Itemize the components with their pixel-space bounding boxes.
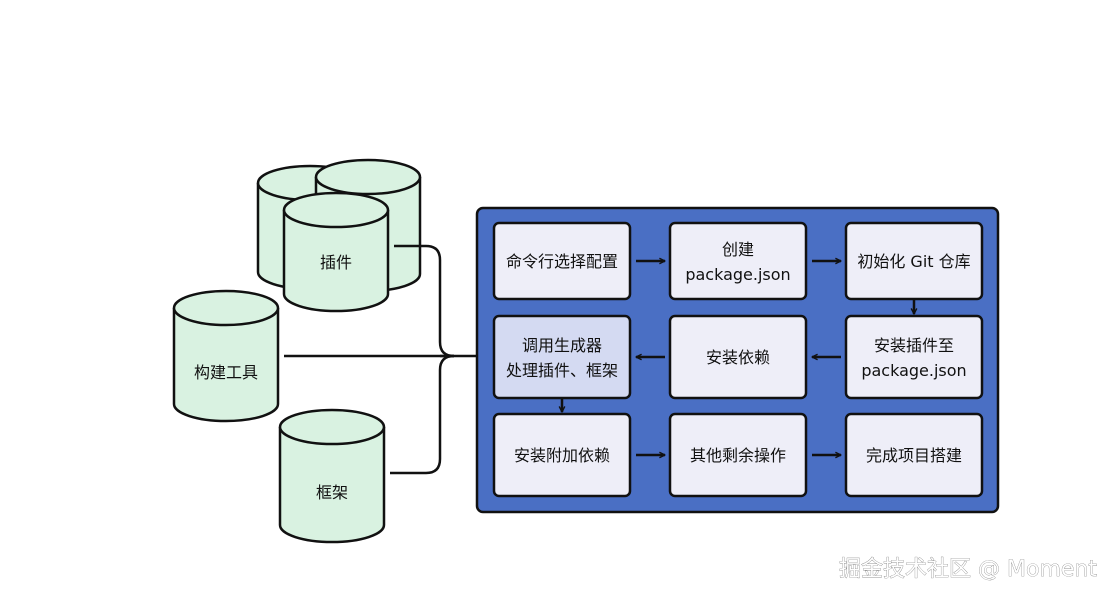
step-create-package-json: 创建 package.json xyxy=(668,221,808,301)
step-install-plugins: 安装插件至 package.json xyxy=(844,314,984,400)
step-init-git: 初始化 Git 仓库 xyxy=(844,221,984,301)
step-install-deps-label: 安装依赖 xyxy=(706,348,770,367)
step-call-generator-line2: 处理插件、框架 xyxy=(506,361,618,380)
step-install-extra-label: 安装附加依赖 xyxy=(514,446,610,465)
plugin-connector xyxy=(394,244,455,358)
step-call-generator: 调用生成器 处理插件、框架 xyxy=(492,314,632,400)
step-install-extra: 安装附加依赖 xyxy=(492,412,632,498)
step-other-ops: 其他剩余操作 xyxy=(668,412,808,498)
step-init-git-label: 初始化 Git 仓库 xyxy=(857,252,970,271)
plugin-cylinder-group: 插件 xyxy=(256,158,422,313)
step-create-package-json-line2: package.json xyxy=(685,265,790,284)
plugin-label: 插件 xyxy=(320,253,352,272)
watermark-text: 掘金技术社区 @ Moment xyxy=(839,557,1097,582)
step-create-package-json-line1: 创建 xyxy=(722,240,754,259)
step-other-ops-label: 其他剩余操作 xyxy=(690,446,786,465)
input-connectors xyxy=(284,244,488,475)
step-cli-select: 命令行选择配置 xyxy=(492,221,632,301)
plugin-cylinder-front: 插件 xyxy=(282,191,390,313)
step-call-generator-line1: 调用生成器 xyxy=(522,336,602,355)
step-install-plugins-line1: 安装插件至 xyxy=(874,336,954,355)
build-tool-label: 构建工具 xyxy=(194,363,258,382)
step-install-deps: 安装依赖 xyxy=(668,314,808,400)
framework-cylinder: 框架 xyxy=(278,408,386,544)
flow-arrows xyxy=(562,261,914,455)
step-cli-select-label: 命令行选择配置 xyxy=(506,252,618,271)
step-complete: 完成项目搭建 xyxy=(844,412,984,498)
step-install-plugins-line2: package.json xyxy=(861,361,966,380)
framework-connector xyxy=(390,354,455,475)
step-complete-label: 完成项目搭建 xyxy=(866,446,962,465)
build-tool-cylinder: 构建工具 xyxy=(172,289,280,423)
framework-label: 框架 xyxy=(316,483,348,502)
